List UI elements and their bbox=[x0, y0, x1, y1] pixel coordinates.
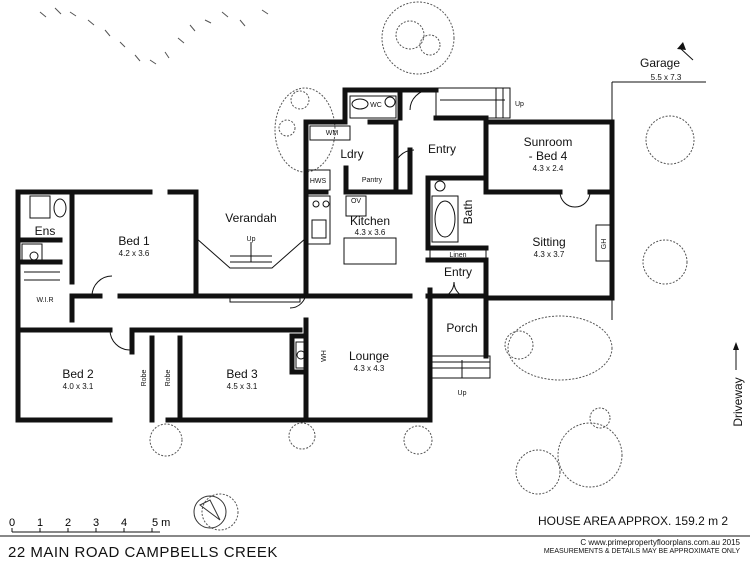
room-bed3-dims: 4.5 x 3.1 bbox=[227, 382, 258, 391]
room-kitchen-dims: 4.3 x 3.6 bbox=[355, 228, 386, 237]
hedge-top-left bbox=[39, 7, 269, 65]
fixtures bbox=[21, 89, 611, 369]
landscaping bbox=[39, 1, 695, 531]
room-lounge-dims: 4.3 x 4.3 bbox=[354, 364, 385, 373]
upper-deck bbox=[435, 87, 511, 119]
room-bed2: Bed 2 bbox=[62, 367, 94, 381]
scale-label-2: 2 bbox=[65, 517, 71, 529]
room-robe-2: Robe bbox=[165, 370, 172, 387]
label-up-verandah: Up bbox=[247, 236, 256, 243]
room-gh: GH bbox=[601, 239, 608, 250]
porch-steps bbox=[431, 355, 491, 379]
driveway-arrow bbox=[733, 342, 739, 370]
room-garage-dims: 5.5 x 7.3 bbox=[651, 73, 682, 82]
scale-label-4: 4 bbox=[121, 517, 127, 529]
trees-front bbox=[149, 407, 623, 531]
room-ens: Ens bbox=[35, 224, 56, 238]
label-up-top: Up bbox=[515, 101, 524, 108]
room-porch: Porch bbox=[446, 321, 477, 335]
room-bed2-dims: 4.0 x 3.1 bbox=[63, 382, 94, 391]
scale-bar: 0 1 2 3 4 5 m bbox=[9, 517, 170, 533]
house-area: HOUSE AREA APPROX. 159.2 m 2 bbox=[538, 514, 729, 528]
room-pantry: Pantry bbox=[362, 177, 383, 184]
walls bbox=[15, 87, 615, 423]
scale-label-3: 3 bbox=[93, 517, 99, 529]
address-title: 22 MAIN ROAD CAMPBELLS CREEK bbox=[8, 544, 278, 561]
room-bed3: Bed 3 bbox=[226, 367, 258, 381]
room-linen: Linen bbox=[449, 252, 466, 259]
room-entry-mid: Entry bbox=[444, 265, 472, 279]
room-wh: WH bbox=[321, 350, 328, 362]
copyright: C www.primepropertyfloorplans.com.au 201… bbox=[580, 538, 740, 547]
room-bath: Bath bbox=[461, 200, 475, 225]
room-ldry: Ldry bbox=[340, 147, 363, 161]
room-wm: WM bbox=[326, 130, 339, 137]
room-verandah: Verandah bbox=[225, 211, 276, 225]
room-hws: HWS bbox=[310, 178, 327, 185]
room-sitting-dims: 4.3 x 3.7 bbox=[534, 250, 565, 259]
verandah-ramp bbox=[195, 237, 307, 269]
room-lounge: Lounge bbox=[349, 349, 389, 363]
label-up-porch: Up bbox=[458, 390, 467, 397]
room-sunroom-dims: 4.3 x 2.4 bbox=[533, 164, 564, 173]
tree-porch bbox=[504, 315, 613, 381]
room-kitchen: Kitchen bbox=[350, 214, 390, 228]
room-sunroom: Sunroom bbox=[524, 135, 573, 149]
trees-garage bbox=[642, 115, 695, 285]
scale-label-5: 5 m bbox=[152, 517, 170, 529]
label-driveway: Driveway bbox=[731, 377, 745, 426]
room-bed1: Bed 1 bbox=[118, 234, 150, 248]
room-garage: Garage bbox=[640, 56, 680, 70]
room-wc: WC bbox=[370, 102, 382, 109]
room-ov: OV bbox=[351, 198, 361, 205]
room-wir: W.I.R bbox=[36, 297, 53, 304]
scale-label-1: 1 bbox=[37, 517, 43, 529]
tree-top-center bbox=[381, 1, 455, 75]
room-labels: Garage 5.5 x 7.3 WC Up WM Ldry Entry Sun… bbox=[35, 56, 745, 427]
garage-area bbox=[611, 42, 706, 320]
room-bed1-dims: 4.2 x 3.6 bbox=[119, 249, 150, 258]
north-arrow bbox=[193, 495, 227, 529]
room-entry-top: Entry bbox=[428, 142, 456, 156]
disclaimer: MEASUREMENTS & DETAILS MAY BE APPROXIMAT… bbox=[543, 548, 740, 555]
room-sunroom-bed4: - Bed 4 bbox=[529, 149, 568, 163]
room-robe-1: Robe bbox=[141, 370, 148, 387]
scale-label-0: 0 bbox=[9, 517, 15, 529]
room-sitting: Sitting bbox=[532, 235, 565, 249]
